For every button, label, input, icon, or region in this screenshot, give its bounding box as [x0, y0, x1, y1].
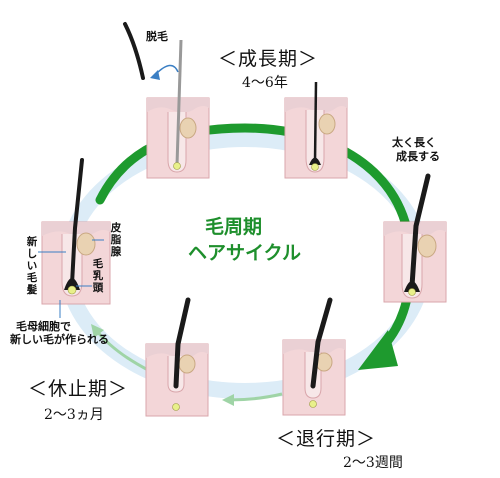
matrix-note-line1: 毛母細胞で: [16, 320, 71, 333]
shedding-note: 脱毛: [146, 30, 168, 43]
growth-note-line2: 成長する: [396, 150, 440, 163]
phase-catagen-label: ＜退行期＞: [276, 428, 377, 450]
phase-telogen-duration: 2〜3ヵ月: [44, 407, 104, 423]
follicle-panel-telogen: [145, 297, 209, 417]
follicle-panel-anagen-early: [284, 81, 348, 179]
follicle-panel-new-hair: [38, 158, 111, 318]
growth-note-line1: 太く長く: [392, 136, 436, 149]
matrix-note-line2: 新しい毛が作られる: [10, 333, 109, 346]
rest-arrowhead: [91, 324, 104, 338]
rest-arrow: [94, 329, 149, 372]
new-hair-label: 新しい毛髪: [26, 236, 38, 296]
regression-arrowhead: [222, 394, 234, 406]
follicle-panel-anagen-full: [383, 173, 447, 303]
phase-anagen-duration: 4〜6年: [242, 75, 288, 91]
growth-arrowhead: [358, 330, 398, 370]
phase-telogen-label: ＜休止期＞: [28, 378, 129, 400]
follicle-panel-catagen: [282, 297, 346, 416]
sebaceous-gland-label: 皮脂腺: [110, 222, 122, 258]
phase-anagen-label: ＜成長期＞: [218, 48, 319, 70]
follicle-panel-shedding: [123, 22, 210, 179]
phase-catagen-duration: 2〜3週間: [343, 455, 403, 471]
cycle-title-kanji: 毛周期: [205, 216, 263, 238]
dermal-papilla-label: 毛乳頭: [92, 258, 104, 294]
cycle-title-kana: ヘアサイクル: [188, 242, 302, 264]
